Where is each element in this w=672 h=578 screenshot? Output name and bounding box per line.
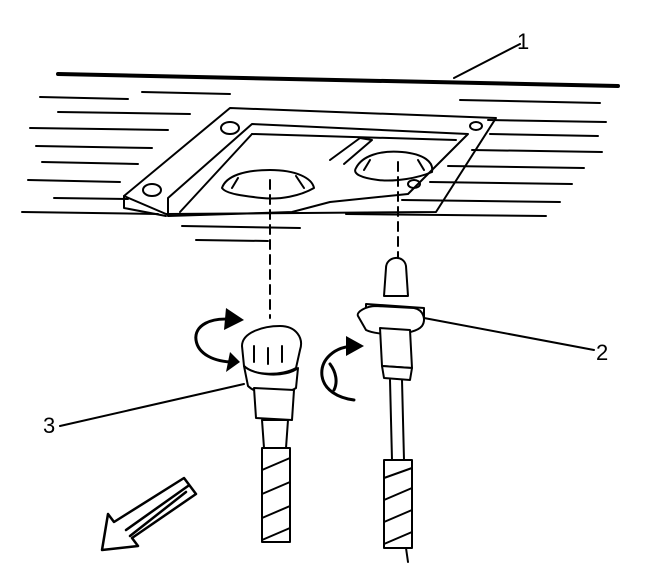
mounting-hole-icon xyxy=(407,179,421,189)
mounting-bracket xyxy=(123,107,497,217)
arrowhead-icon xyxy=(346,336,364,356)
bulb-socket-2 xyxy=(356,257,425,563)
rotation-arrows xyxy=(194,308,364,402)
callout-3: 3 xyxy=(43,413,56,438)
arrowhead-icon xyxy=(226,352,240,372)
leader-lines xyxy=(59,43,595,427)
mounting-hole-icon xyxy=(469,121,483,131)
mounting-hole-icon xyxy=(220,121,240,135)
mounting-hole-icon xyxy=(142,183,162,197)
socket-openings xyxy=(221,150,434,200)
front-arrow-icon xyxy=(100,476,198,552)
bulb-socket-3 xyxy=(241,325,302,543)
alignment-lines xyxy=(269,161,399,319)
rotate-arrow-icon xyxy=(320,344,358,402)
arrowhead-icon xyxy=(224,308,244,330)
callout-1: 1 xyxy=(517,29,530,54)
panel-surface xyxy=(21,72,620,242)
callout-2: 2 xyxy=(596,340,609,365)
rotate-arrow-icon xyxy=(194,317,238,364)
